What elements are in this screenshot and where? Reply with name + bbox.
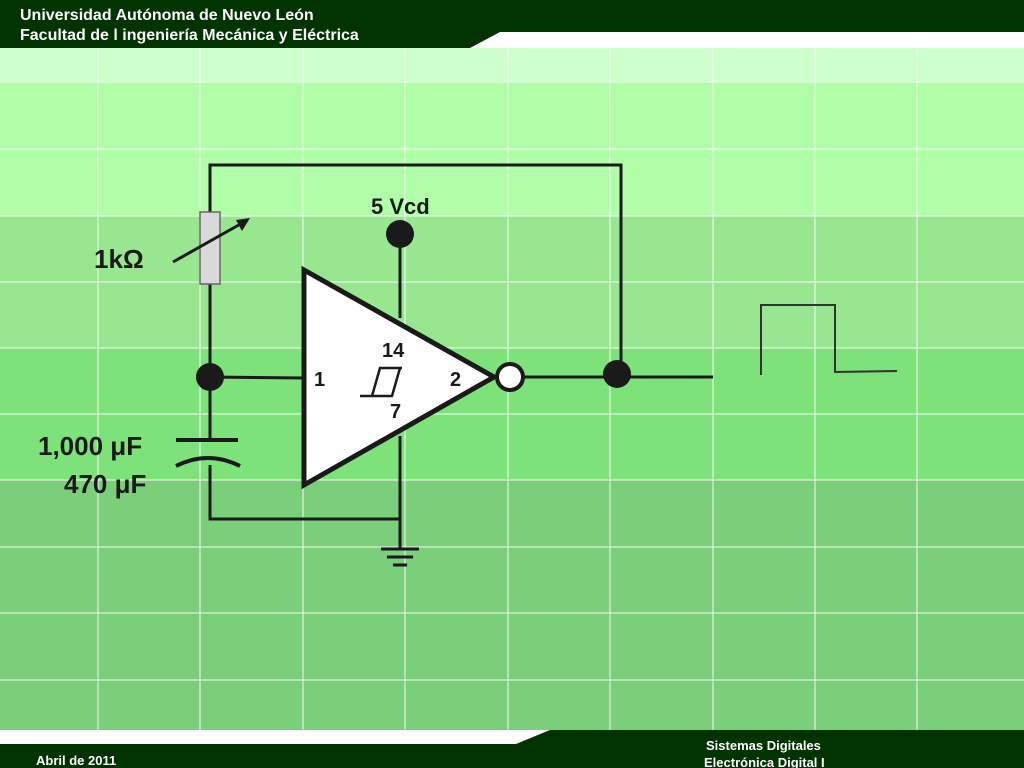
output-junction bbox=[603, 360, 631, 388]
potentiometer-arrow bbox=[172, 220, 245, 264]
capacitor-ground-wire bbox=[208, 465, 400, 521]
university-title: Universidad Autónoma de Nuevo León bbox=[20, 7, 314, 24]
pin-vcc-label: 14 bbox=[382, 340, 405, 362]
capacitor-label-2: 470 μF bbox=[64, 469, 146, 499]
input-junction bbox=[196, 363, 224, 391]
inverter-triangle bbox=[301, 265, 500, 490]
background-band-deep bbox=[0, 480, 1024, 730]
supply-label: 5 Vcd bbox=[371, 194, 430, 219]
ground-icon bbox=[381, 547, 419, 567]
capacitor-label-1: 1,000 μF bbox=[38, 431, 142, 461]
background-band-green bbox=[0, 216, 1024, 348]
background-band-light bbox=[0, 48, 1024, 82]
resistor-body bbox=[199, 211, 221, 285]
footer-date: Abril de 2011 bbox=[36, 753, 117, 768]
background-band-mid bbox=[0, 82, 1024, 216]
pin-output-label: 2 bbox=[450, 369, 461, 391]
capacitor-plate-bottom bbox=[175, 456, 241, 468]
resistor-label: 1kΩ bbox=[94, 244, 144, 274]
inverter-bubble bbox=[495, 362, 525, 392]
faculty-title: Facultad de l ingeniería Mecánica y Eléc… bbox=[20, 27, 359, 44]
square-wave-icon bbox=[760, 304, 898, 375]
potentiometer-arrowhead bbox=[236, 218, 250, 231]
supply-terminal bbox=[386, 220, 414, 248]
input-wire bbox=[209, 375, 305, 380]
pin-input-label: 1 bbox=[314, 369, 325, 391]
pin-gnd-label: 7 bbox=[390, 401, 401, 423]
footer-subject: Electrónica Digital I bbox=[704, 755, 825, 768]
header-bar bbox=[0, 0, 1024, 48]
footer-bar bbox=[0, 730, 1024, 768]
footer-course: Sistemas Digitales bbox=[706, 738, 821, 753]
feedback-wire bbox=[208, 163, 623, 374]
hysteresis-icon bbox=[360, 366, 402, 398]
